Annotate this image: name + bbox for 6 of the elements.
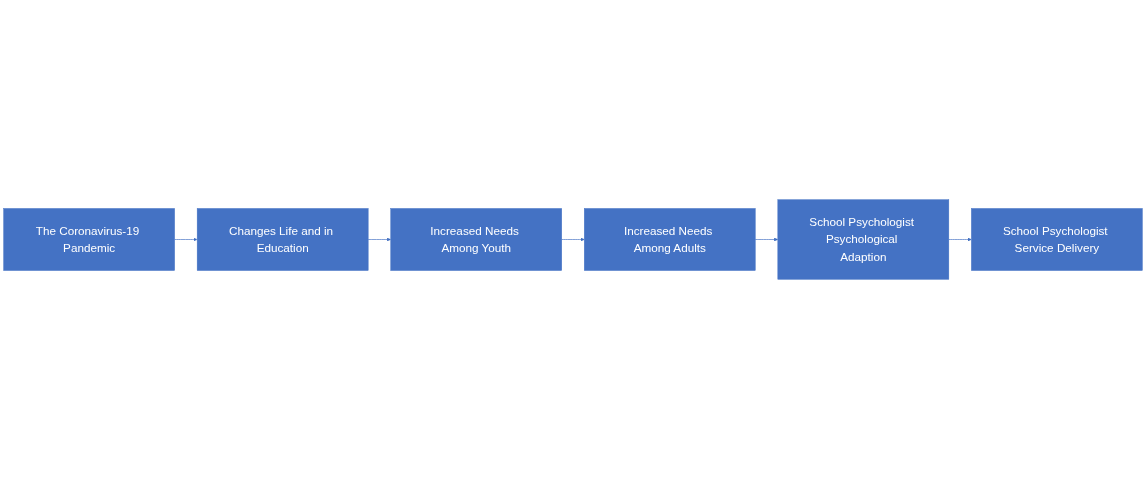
node-box: Increased Needs Among Adults [584, 208, 756, 271]
node-box: School Psychologist Service Delivery [971, 208, 1143, 271]
node-box: Increased Needs Among Youth [390, 208, 562, 271]
node-box: Changes Life and in Education [196, 208, 369, 271]
node-box: School Psychologist Psychological Adaption [777, 199, 950, 280]
node-box: The Coronavirus-19 Pandemic [3, 208, 175, 271]
